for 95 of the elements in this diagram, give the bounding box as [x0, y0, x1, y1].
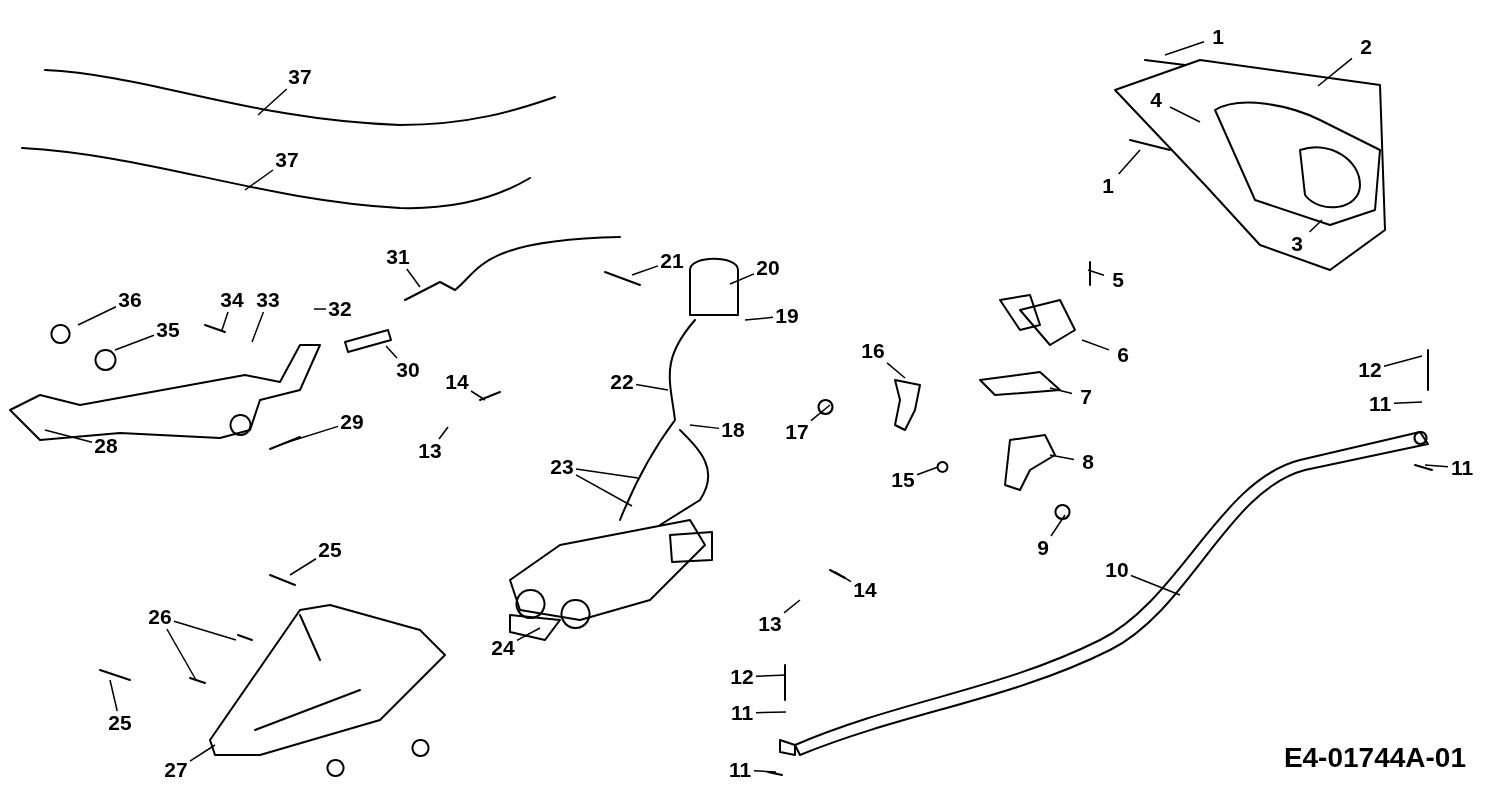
- callout-number: 8: [1082, 451, 1094, 473]
- leader-line: [284, 425, 339, 444]
- callout-number: 34: [220, 289, 244, 311]
- leader-line: [438, 426, 449, 440]
- leader-line: [109, 679, 118, 712]
- callout-number: 1: [1102, 175, 1114, 197]
- leader-line: [575, 468, 639, 479]
- callout-number: 21: [660, 250, 684, 272]
- leader-line: [729, 273, 755, 285]
- leader-line: [753, 770, 777, 773]
- callout-number: 11: [1368, 393, 1392, 415]
- leader-line: [575, 474, 633, 507]
- leader-line: [631, 265, 659, 276]
- callout-number: 33: [256, 289, 280, 311]
- leader-line: [916, 466, 939, 476]
- leader-line: [44, 429, 93, 444]
- callout-number: 28: [94, 435, 118, 457]
- leader-line: [1308, 219, 1323, 233]
- callout-number: 15: [891, 469, 915, 491]
- leader-line: [1169, 106, 1201, 123]
- leader-line: [244, 169, 274, 191]
- callout-number: 5: [1112, 269, 1124, 291]
- callout-number: 27: [164, 759, 188, 781]
- leader-line: [755, 711, 787, 714]
- leader-line: [1317, 57, 1353, 87]
- leader-line: [744, 316, 774, 321]
- leader-line: [783, 599, 801, 614]
- leader-line: [755, 674, 787, 678]
- callout-number: 17: [785, 421, 809, 443]
- leader-line: [1383, 355, 1423, 367]
- leader-line: [886, 362, 906, 379]
- leader-line: [406, 268, 421, 288]
- callout-number: 30: [396, 359, 420, 381]
- callout-number: 32: [328, 298, 352, 320]
- callout-number: 25: [318, 539, 342, 561]
- leader-line: [114, 334, 155, 351]
- callout-number: 18: [721, 419, 745, 441]
- callout-number: 24: [491, 637, 515, 659]
- leader-line: [166, 628, 197, 681]
- leader-line: [470, 390, 486, 401]
- callout-number: 37: [288, 66, 312, 88]
- leader-line: [173, 620, 237, 641]
- leader-line: [1087, 269, 1105, 277]
- callout-number: 12: [1358, 359, 1382, 381]
- leader-line: [385, 345, 398, 359]
- leader-line: [221, 311, 229, 331]
- callout-number: 12: [730, 666, 754, 688]
- callout-number: 16: [861, 340, 885, 362]
- callout-number: 20: [756, 257, 780, 279]
- leader-line: [1164, 41, 1205, 56]
- leader-line: [189, 744, 216, 762]
- leader-line: [516, 627, 541, 642]
- callout-number: 14: [445, 371, 469, 393]
- callout-number: 22: [610, 371, 634, 393]
- callout-number: 7: [1080, 386, 1092, 408]
- callout-number: 23: [550, 456, 574, 478]
- callout-number: 29: [340, 411, 364, 433]
- leader-line: [834, 571, 852, 583]
- callout-number: 1: [1212, 26, 1224, 48]
- callout-number: 11: [730, 702, 754, 724]
- leader-line: [1117, 149, 1141, 175]
- callout-number: 9: [1037, 537, 1049, 559]
- leader-line: [689, 424, 720, 430]
- leader-line: [313, 308, 327, 310]
- callout-number: 4: [1150, 89, 1162, 111]
- callout-number: 10: [1105, 559, 1129, 581]
- drawing-code: E4-01744A-01: [1283, 742, 1466, 774]
- callout-number: 13: [758, 613, 782, 635]
- callout-number: 3: [1291, 233, 1303, 255]
- leader-line: [251, 311, 265, 343]
- callout-number: 31: [386, 246, 410, 268]
- leader-line: [1050, 514, 1066, 537]
- leader-line: [635, 383, 669, 391]
- leader-line: [1049, 454, 1075, 461]
- leader-line: [1049, 387, 1073, 395]
- callout-number: 35: [156, 319, 180, 341]
- callout-number: 14: [853, 579, 877, 601]
- callout-number: 2: [1360, 36, 1372, 58]
- callout-number: 11: [1450, 457, 1474, 479]
- callout-number: 6: [1117, 344, 1129, 366]
- leader-line: [810, 404, 831, 422]
- leader-line: [289, 558, 317, 576]
- callout-number: 19: [775, 305, 799, 327]
- callout-number: 37: [275, 149, 299, 171]
- callout-number: 25: [108, 712, 132, 734]
- leader-line: [1393, 401, 1423, 405]
- callout-number: 36: [118, 289, 142, 311]
- leader-line: [1424, 464, 1449, 468]
- callout-number: 11: [728, 759, 752, 781]
- leader-line: [257, 88, 288, 116]
- leader-line: [1081, 339, 1110, 351]
- callout-number: 26: [148, 606, 172, 628]
- callout-number: 13: [418, 440, 442, 462]
- leader-line: [77, 306, 117, 326]
- leader-line: [1130, 574, 1181, 596]
